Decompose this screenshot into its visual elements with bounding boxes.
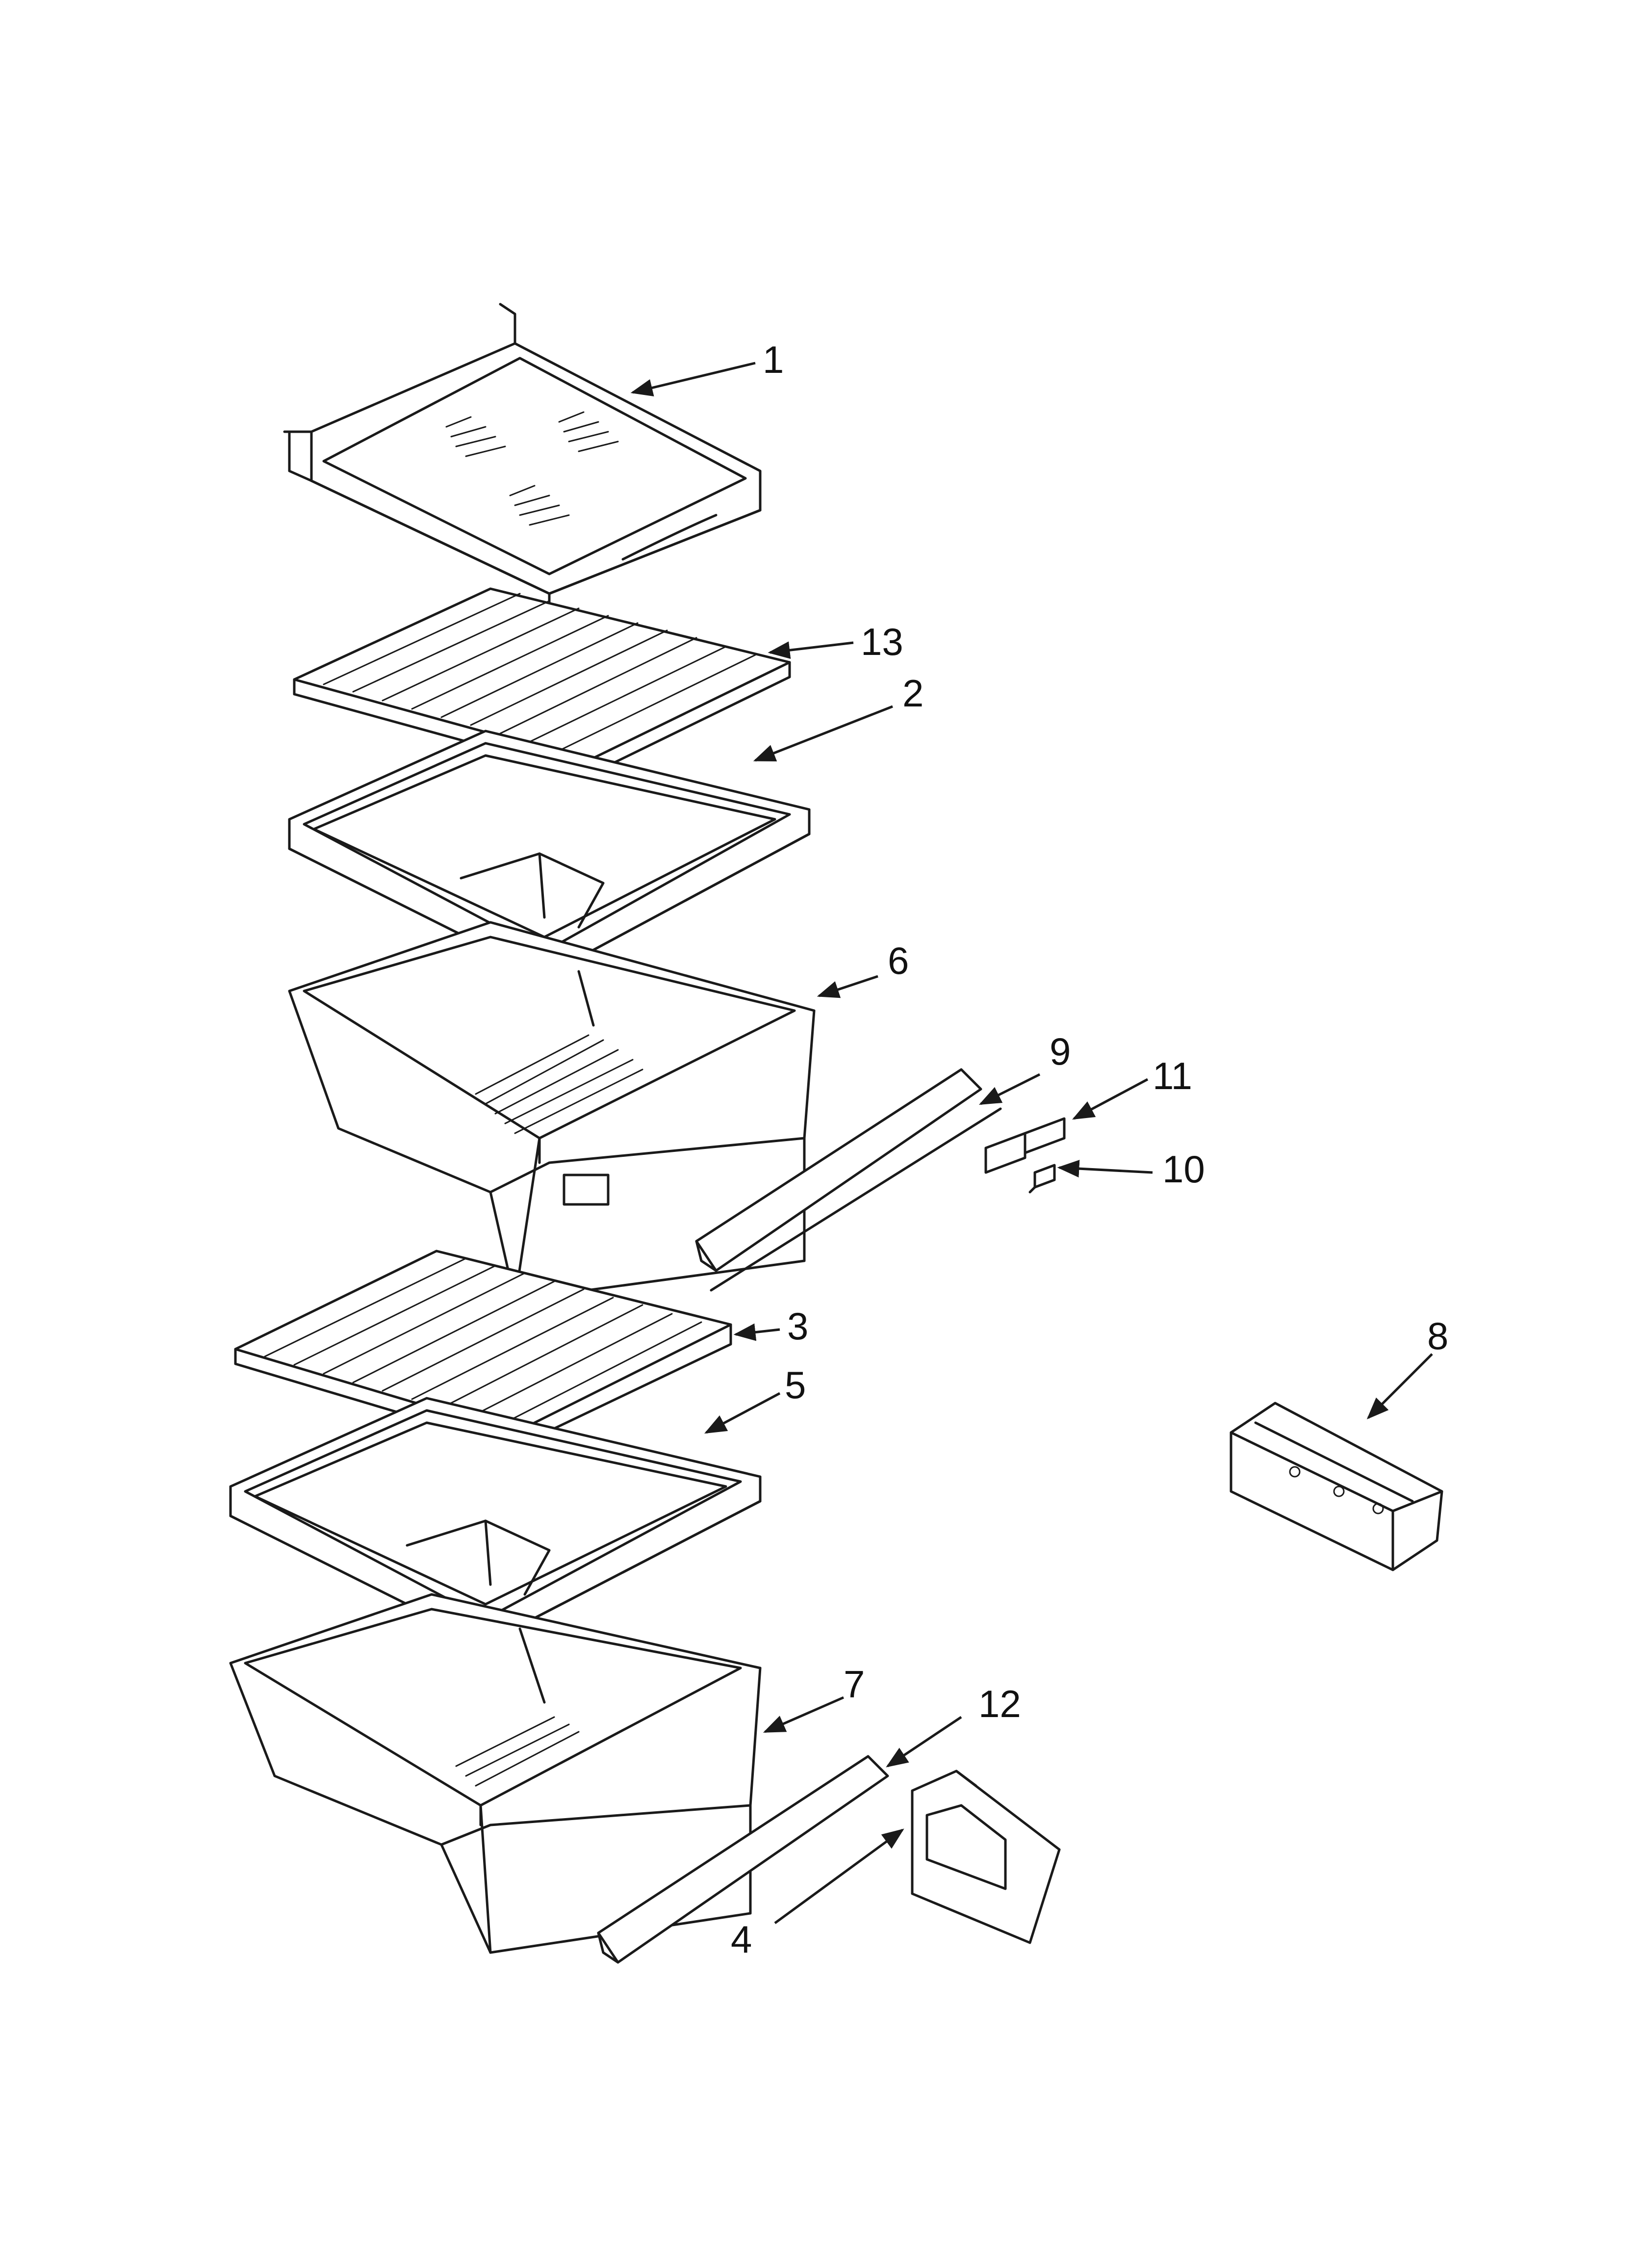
part-4-bracket [911,1770,1061,1944]
part-10-clip [1028,1164,1056,1194]
callout-2: 2 [902,672,924,715]
callout-labels: 1 13 2 6 9 11 10 3 5 8 7 12 4 [731,338,1448,1961]
part-8-door-bin [1230,1402,1443,1571]
part-2-crisper-cover-frame [288,730,811,978]
part-11-bracket [984,1117,1066,1174]
part-12-drawer-rail [597,1755,889,1964]
callout-10: 10 [1162,1147,1205,1191]
part-1-shelf-frame [283,303,762,615]
callout-11: 11 [1153,1054,1192,1097]
callout-13: 13 [861,620,903,663]
part-5-crisper-cover-frame [229,1397,762,1645]
callout-8: 8 [1427,1314,1448,1357]
callout-12: 12 [978,1682,1021,1725]
leader-lines [630,362,1433,1925]
part-7-lower-crisper-drawer [229,1593,762,1954]
callout-3: 3 [787,1304,808,1348]
callout-6: 6 [888,939,909,982]
callout-4: 4 [731,1918,752,1961]
part-13-glass-shelf [293,587,791,777]
callout-9: 9 [1050,1030,1071,1073]
callout-1: 1 [763,338,784,381]
part-6-upper-crisper-drawer [288,921,816,1302]
callout-5: 5 [785,1363,806,1407]
callout-7: 7 [844,1663,865,1706]
